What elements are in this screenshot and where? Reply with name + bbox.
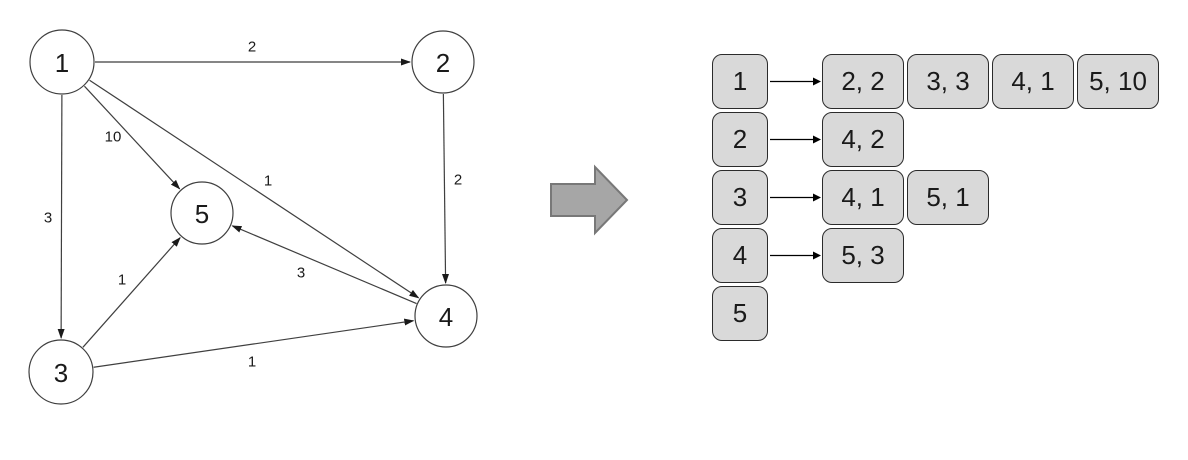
graph-node-5: 5 bbox=[170, 181, 234, 245]
graph-edge-1-4: 1 bbox=[89, 79, 420, 299]
graph-node-1: 1 bbox=[29, 29, 95, 95]
adjacency-cell: 5, 1 bbox=[907, 170, 989, 225]
graph-node-label-1: 1 bbox=[55, 48, 69, 78]
adjacency-row-arrow-icon bbox=[768, 228, 822, 283]
edge-weight-label-3-4: 1 bbox=[248, 354, 256, 371]
graph-edge-4-5: 3 bbox=[231, 225, 417, 305]
adjacency-row-arrow-icon bbox=[768, 170, 822, 225]
adjacency-cell: 5, 10 bbox=[1077, 54, 1159, 109]
graph-node-2: 2 bbox=[411, 30, 475, 94]
adjacency-row-5: 5 bbox=[712, 286, 1162, 341]
graph-edge-2-4: 2 bbox=[442, 93, 462, 285]
graph-edge-1-3: 3 bbox=[44, 94, 65, 340]
adjacency-cell: 2, 2 bbox=[822, 54, 904, 109]
adjacency-cell: 4, 1 bbox=[822, 170, 904, 225]
adjacency-cell: 3, 3 bbox=[907, 54, 989, 109]
transform-arrow-icon bbox=[550, 164, 629, 236]
graph-node-3: 3 bbox=[28, 339, 94, 405]
adjacency-row-arrow-icon bbox=[768, 286, 822, 341]
graph-edge-1-2: 2 bbox=[95, 39, 411, 66]
edge-weight-label-1-4: 1 bbox=[264, 173, 272, 190]
adjacency-node-box-3: 3 bbox=[712, 170, 768, 225]
adjacency-row-2: 2 4, 2 bbox=[712, 112, 1162, 167]
graph-edge-3-4: 1 bbox=[93, 318, 415, 371]
adjacency-row-arrow-icon bbox=[768, 54, 822, 109]
graph-node-label-4: 4 bbox=[439, 302, 453, 332]
adjacency-node-box-4: 4 bbox=[712, 228, 768, 283]
edge-weight-label-4-5: 3 bbox=[297, 265, 305, 282]
edge-weight-label-1-5: 10 bbox=[105, 129, 122, 146]
adjacency-node-box-5: 5 bbox=[712, 286, 768, 341]
adjacency-cell: 4, 1 bbox=[992, 54, 1074, 109]
edge-weight-label-2-4: 2 bbox=[454, 172, 462, 189]
edge-weight-label-1-3: 3 bbox=[44, 210, 52, 227]
graph-node-4: 4 bbox=[414, 284, 478, 348]
adjacency-row-4: 4 5, 3 bbox=[712, 228, 1162, 283]
graph-node-label-2: 2 bbox=[436, 48, 450, 78]
adjacency-node-box-2: 2 bbox=[712, 112, 768, 167]
graph-edge-3-5: 1 bbox=[82, 236, 181, 348]
graph-node-label-3: 3 bbox=[54, 358, 68, 388]
graph-node-label-5: 5 bbox=[195, 199, 209, 229]
adjacency-row-arrow-icon bbox=[768, 112, 822, 167]
adjacency-cell: 5, 3 bbox=[822, 228, 904, 283]
graph-edge-1-5: 10 bbox=[83, 85, 181, 190]
adjacency-cell: 4, 2 bbox=[822, 112, 904, 167]
edge-weight-label-3-5: 1 bbox=[118, 272, 126, 289]
edge-weight-label-1-2: 2 bbox=[248, 39, 256, 56]
adjacency-node-box-1: 1 bbox=[712, 54, 768, 109]
